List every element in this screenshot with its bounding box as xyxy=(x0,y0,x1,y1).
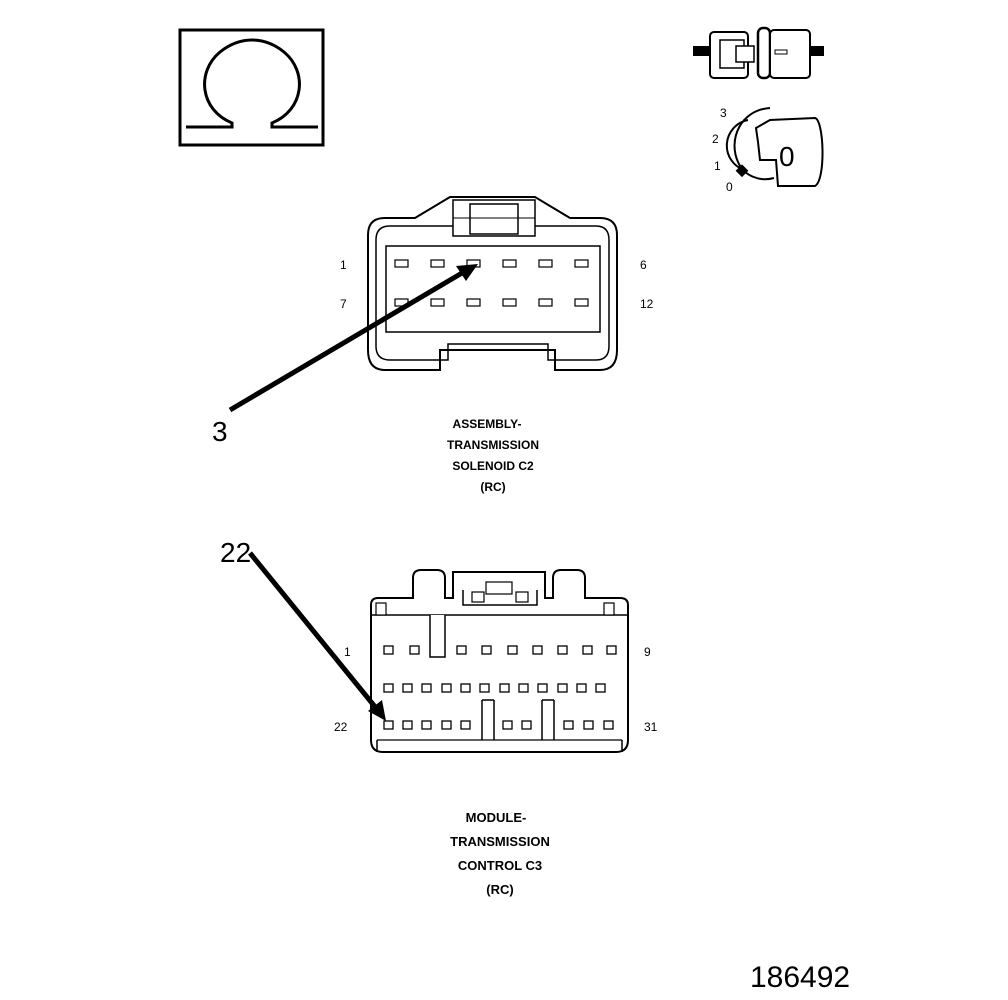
c2-caption-line-3: SOLENOID C2 xyxy=(452,459,534,473)
c3-pin-label-22: 22 xyxy=(334,720,348,734)
callout-arrow-22: 22 xyxy=(220,537,386,721)
c2-caption-line-4: (RC) xyxy=(480,480,505,494)
c3-caption-line-2: TRANSMISSION xyxy=(450,834,550,849)
ignition-key-label: 0 xyxy=(779,141,795,172)
ignition-position-3: 3 xyxy=(720,106,727,120)
c3-pin-label-1: 1 xyxy=(344,645,351,659)
c2-pin-label-6: 6 xyxy=(640,258,647,272)
connector-c3: 1 9 22 31 xyxy=(334,569,658,753)
connector-c3-cavities xyxy=(383,645,617,730)
callout-label-22: 22 xyxy=(220,537,251,568)
ignition-position-1: 1 xyxy=(714,159,721,173)
connector-c2: 1 6 7 12 xyxy=(340,196,654,371)
connector-c2-cavities xyxy=(394,259,589,307)
disconnected-connector-icon xyxy=(693,26,824,80)
c3-caption-line-3: CONTROL C3 xyxy=(458,858,542,873)
c2-pin-label-12: 12 xyxy=(640,297,654,311)
c2-pin-label-7: 7 xyxy=(340,297,347,311)
c3-pin-label-31: 31 xyxy=(644,720,658,734)
c2-caption-line-1: ASSEMBLY- xyxy=(453,417,522,431)
ignition-key-icon: 3 2 1 0 0 xyxy=(712,106,824,194)
c3-pin-label-9: 9 xyxy=(644,645,651,659)
c2-pin-label-1: 1 xyxy=(340,258,347,272)
callout-arrow-3: 3 xyxy=(212,264,478,447)
connector-c2-caption: ASSEMBLY- TRANSMISSION SOLENOID C2 (RC) xyxy=(447,417,539,494)
ohm-symbol-icon xyxy=(178,28,325,147)
figure-number: 186492 xyxy=(750,961,850,994)
callout-label-3: 3 xyxy=(212,416,228,447)
c2-caption-line-2: TRANSMISSION xyxy=(447,438,539,452)
connector-c3-caption: MODULE- TRANSMISSION CONTROL C3 (RC) xyxy=(450,810,550,897)
ignition-position-2: 2 xyxy=(712,132,719,146)
ignition-position-0: 0 xyxy=(726,180,733,194)
c3-caption-line-4: (RC) xyxy=(486,882,513,897)
c3-caption-line-1: MODULE- xyxy=(466,810,527,825)
